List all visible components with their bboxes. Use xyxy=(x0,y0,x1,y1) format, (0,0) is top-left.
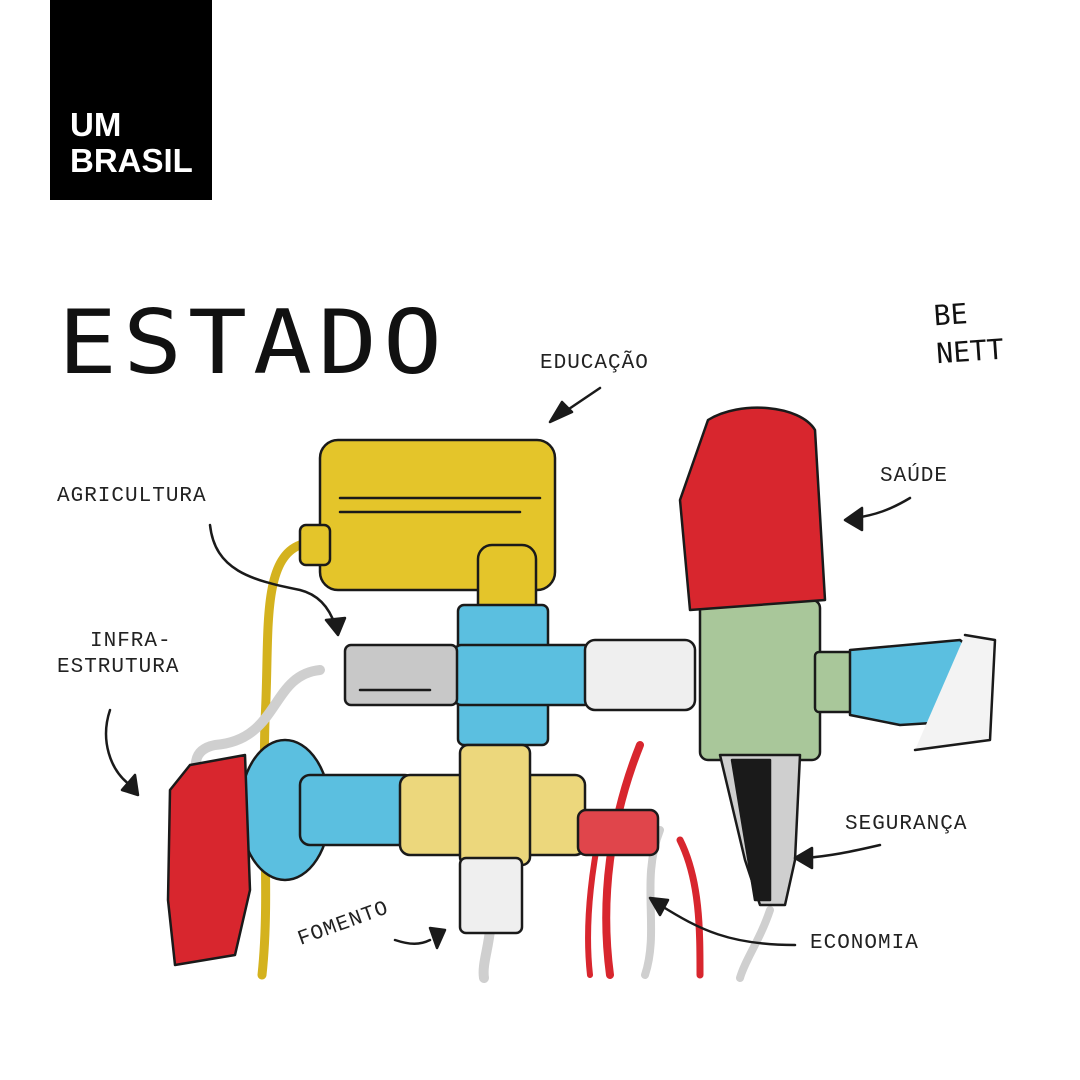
label-infra-line-1: INFRA- xyxy=(90,630,172,653)
cartoon-title: ESTADO xyxy=(58,292,449,395)
arrow-seguranca xyxy=(803,843,882,860)
red-cable-3 xyxy=(676,836,704,979)
arrow-fomento xyxy=(393,938,432,945)
red-plug-top xyxy=(678,406,827,612)
grey-cable-bottom xyxy=(478,925,495,983)
arrow-economia xyxy=(658,903,797,947)
white-plug-bottom xyxy=(458,856,524,935)
label-infra-line-2: ESTRUTURA xyxy=(57,656,180,679)
red-cable xyxy=(602,741,644,979)
brand-logo: UM BRASIL xyxy=(50,0,212,200)
arrow-infra xyxy=(104,708,132,787)
label-seguranca: SEGURANÇA xyxy=(845,813,968,836)
label-saude: SAÚDE xyxy=(880,465,949,488)
label-educacao: EDUCAÇÃO xyxy=(540,352,649,375)
black-cable xyxy=(736,906,774,982)
label-agricultura: AGRICULTURA xyxy=(57,485,207,508)
red-plug-left xyxy=(166,753,252,967)
brand-line-1: UM xyxy=(70,106,122,143)
white-plug xyxy=(583,638,697,712)
label-economia: ECONOMIA xyxy=(810,932,919,955)
red-small-plug xyxy=(576,808,660,857)
arrow-agricultura xyxy=(208,523,337,627)
brand-line-2: BRASIL xyxy=(70,142,193,179)
grey-plug xyxy=(343,643,459,707)
green-adapter xyxy=(698,598,822,762)
